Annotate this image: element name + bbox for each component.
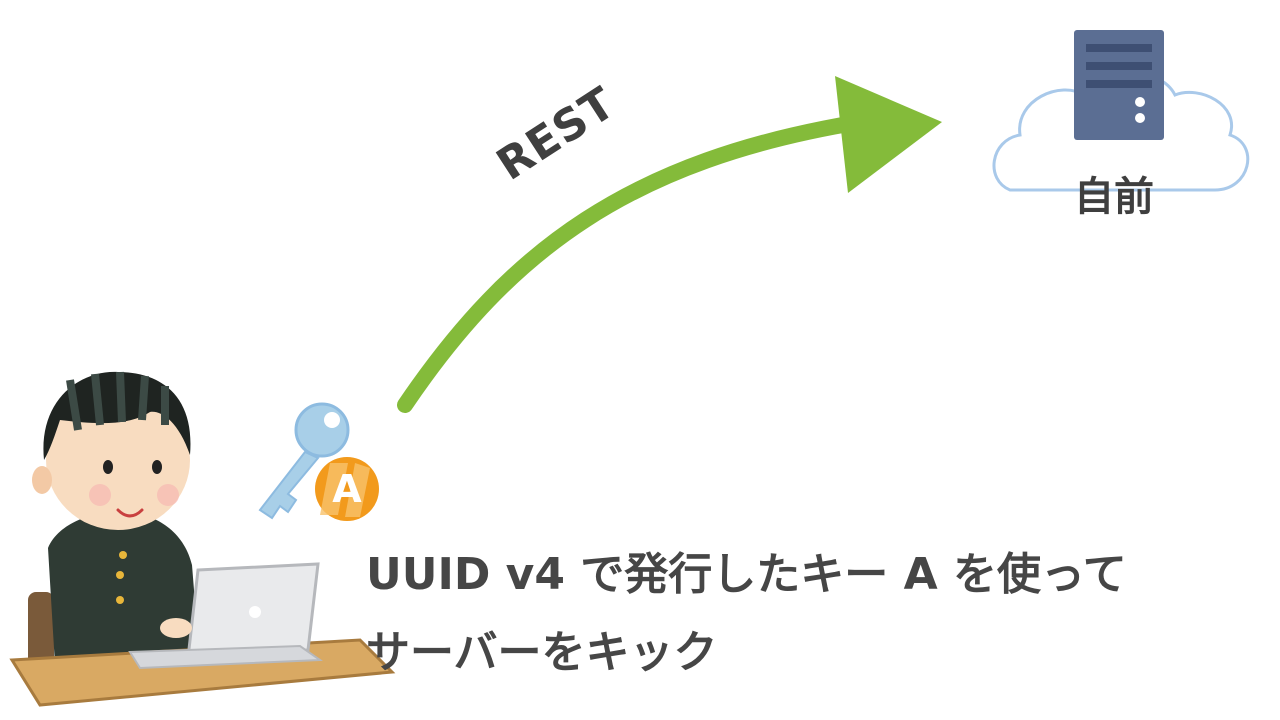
server-in-cloud-icon (992, 30, 1250, 192)
server-label: 自前 (1074, 174, 1154, 220)
key-icon (258, 402, 350, 520)
rest-arrow (397, 76, 942, 413)
caption-line-1: UUID v4 で発行したキー A を使って (366, 549, 1127, 600)
key-badge (315, 457, 379, 521)
caption-line-2: サーバーをキック (366, 627, 718, 678)
caption: UUID v4 で発行したキー A を使って サーバーをキック (366, 536, 1266, 692)
key-letter: A (332, 467, 362, 511)
person-with-laptop-icon (9, 371, 396, 707)
